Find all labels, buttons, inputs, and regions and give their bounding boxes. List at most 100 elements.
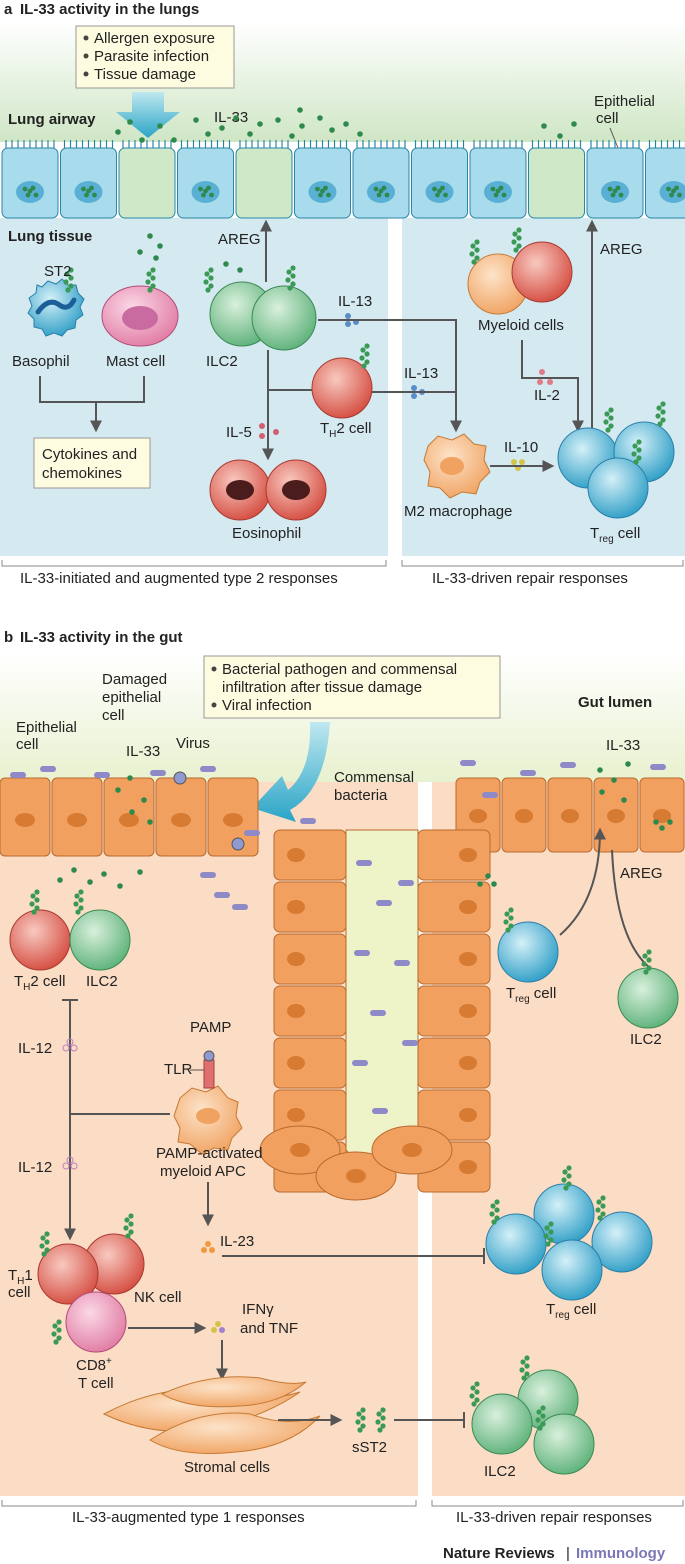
treg-label-sub: reg: [599, 534, 613, 545]
eosinophil-nucleus: [226, 480, 254, 500]
mast-cell-label: Mast cell: [106, 353, 165, 370]
th1-label-prefix: T: [8, 1267, 17, 1284]
cytokine-dot: [547, 379, 553, 385]
il33-granule: [86, 188, 91, 194]
il33-granule: [493, 192, 499, 198]
ilc2-cell: [617, 967, 679, 1029]
ilc2-cell: [533, 1413, 595, 1475]
th2-label-sub: H: [329, 429, 336, 440]
th1-label: TH1: [8, 1267, 33, 1287]
bacterium-icon: [520, 770, 536, 776]
bacterium-icon: [244, 830, 260, 836]
epithelial-cell: [235, 147, 293, 219]
crypt-cell: [417, 829, 491, 881]
il5-label: IL-5: [226, 424, 252, 441]
footer-bracket: [1, 1500, 417, 1507]
il33-dot: [87, 879, 93, 885]
trigger-item: Parasite infection: [94, 48, 209, 65]
bacterium-icon: [354, 950, 370, 956]
il33-dot: [71, 867, 77, 873]
il33-granule: [432, 186, 437, 192]
il33-granule: [610, 192, 616, 198]
il33-dot: [141, 797, 147, 803]
arrow: [96, 376, 145, 403]
commensal-bacteria: [10, 760, 666, 1114]
il33-granule: [618, 192, 624, 198]
il33-granule: [381, 185, 387, 191]
epithelial-cell: [528, 147, 585, 219]
damaged-label: cell: [102, 707, 125, 724]
cytokine-dot: [259, 433, 265, 439]
bacterium-icon: [200, 766, 216, 772]
th1-cell-label: cell: [8, 1284, 31, 1301]
macrophage-nucleus: [440, 457, 464, 475]
il33-dot: [317, 115, 323, 121]
arrow: [559, 827, 606, 936]
cytokine-dots: [211, 1321, 225, 1333]
commensal-label: bacteria: [334, 787, 388, 804]
bacterium-icon: [372, 1108, 388, 1114]
panel-b-title: IL-33 activity in the gut: [20, 629, 183, 646]
il33-dot: [157, 123, 163, 129]
th2-label-prefix: T: [14, 973, 23, 990]
il33-dot: [115, 787, 121, 793]
cell-nucleus: [287, 900, 305, 914]
il2-label: IL-2: [534, 387, 560, 404]
areg-label: AREG: [218, 231, 261, 248]
il33-dot: [275, 117, 281, 123]
cd8-label: T cell: [78, 1375, 114, 1392]
treg-cell: [541, 1239, 603, 1301]
panel-b-footer-right: IL-33-driven repair responses: [456, 1509, 652, 1526]
crypt-cell: [273, 1037, 347, 1089]
cell-nucleus: [459, 900, 477, 914]
bacterium-icon: [214, 892, 230, 898]
il33-granule: [490, 186, 496, 192]
cytokine-dots: [62, 1156, 78, 1170]
stromal-label: Stromal cells: [184, 1459, 270, 1476]
eosinophil-label: Eosinophil: [232, 525, 301, 542]
il33-dot: [137, 249, 143, 255]
il33-dot: [329, 127, 335, 133]
th1-label-sub: H: [17, 1276, 24, 1287]
il33-dot: [193, 117, 199, 123]
il33-granule: [201, 192, 206, 198]
bacterium-icon: [370, 1010, 386, 1016]
bacterium-icon: [398, 880, 414, 886]
cell-nucleus: [119, 813, 139, 827]
apc-label: myeloid APC: [160, 1163, 246, 1180]
bacterium-icon: [460, 760, 476, 766]
il33-dot: [541, 123, 547, 129]
cell-nucleus: [459, 1056, 477, 1070]
cytokine-dot: [537, 379, 543, 385]
cell-nucleus: [223, 813, 243, 827]
ifn-label: and TNF: [240, 1320, 298, 1337]
il33-granule: [378, 188, 384, 194]
th2-label: TH2 cell: [14, 973, 65, 993]
ilc2-cell: [251, 285, 317, 351]
il33-granule: [498, 185, 504, 191]
il33-granule: [25, 192, 31, 198]
il33-granule: [81, 186, 86, 192]
il33-granule: [501, 192, 507, 198]
footer-bracket: [401, 560, 684, 567]
treg-label-prefix: T: [506, 985, 515, 1002]
panel-a-footer-right: IL-33-driven repair responses: [432, 570, 628, 587]
il12-label: IL-12: [18, 1040, 52, 1057]
cytokine-dot: [539, 369, 545, 375]
treg-label-suffix: cell: [614, 525, 641, 542]
il33-dot: [247, 131, 253, 137]
th2-cell: [9, 909, 71, 971]
cell-nucleus: [287, 1108, 305, 1122]
areg-label: AREG: [600, 241, 643, 258]
treg-label: Treg cell: [590, 525, 640, 545]
cytokine-dots: [62, 1038, 78, 1052]
il33-granule: [440, 185, 445, 191]
mast-cell-nucleus: [122, 306, 158, 330]
cell-nucleus: [561, 809, 579, 823]
th2-label-sub: H: [23, 982, 30, 993]
basophil-cell: [27, 278, 85, 337]
cell-nucleus: [459, 1160, 477, 1174]
bacterium-icon: [94, 772, 110, 778]
panel-a-footer-left: IL-33-initiated and augmented type 2 res…: [20, 570, 338, 587]
il13-label: IL-13: [338, 293, 372, 310]
